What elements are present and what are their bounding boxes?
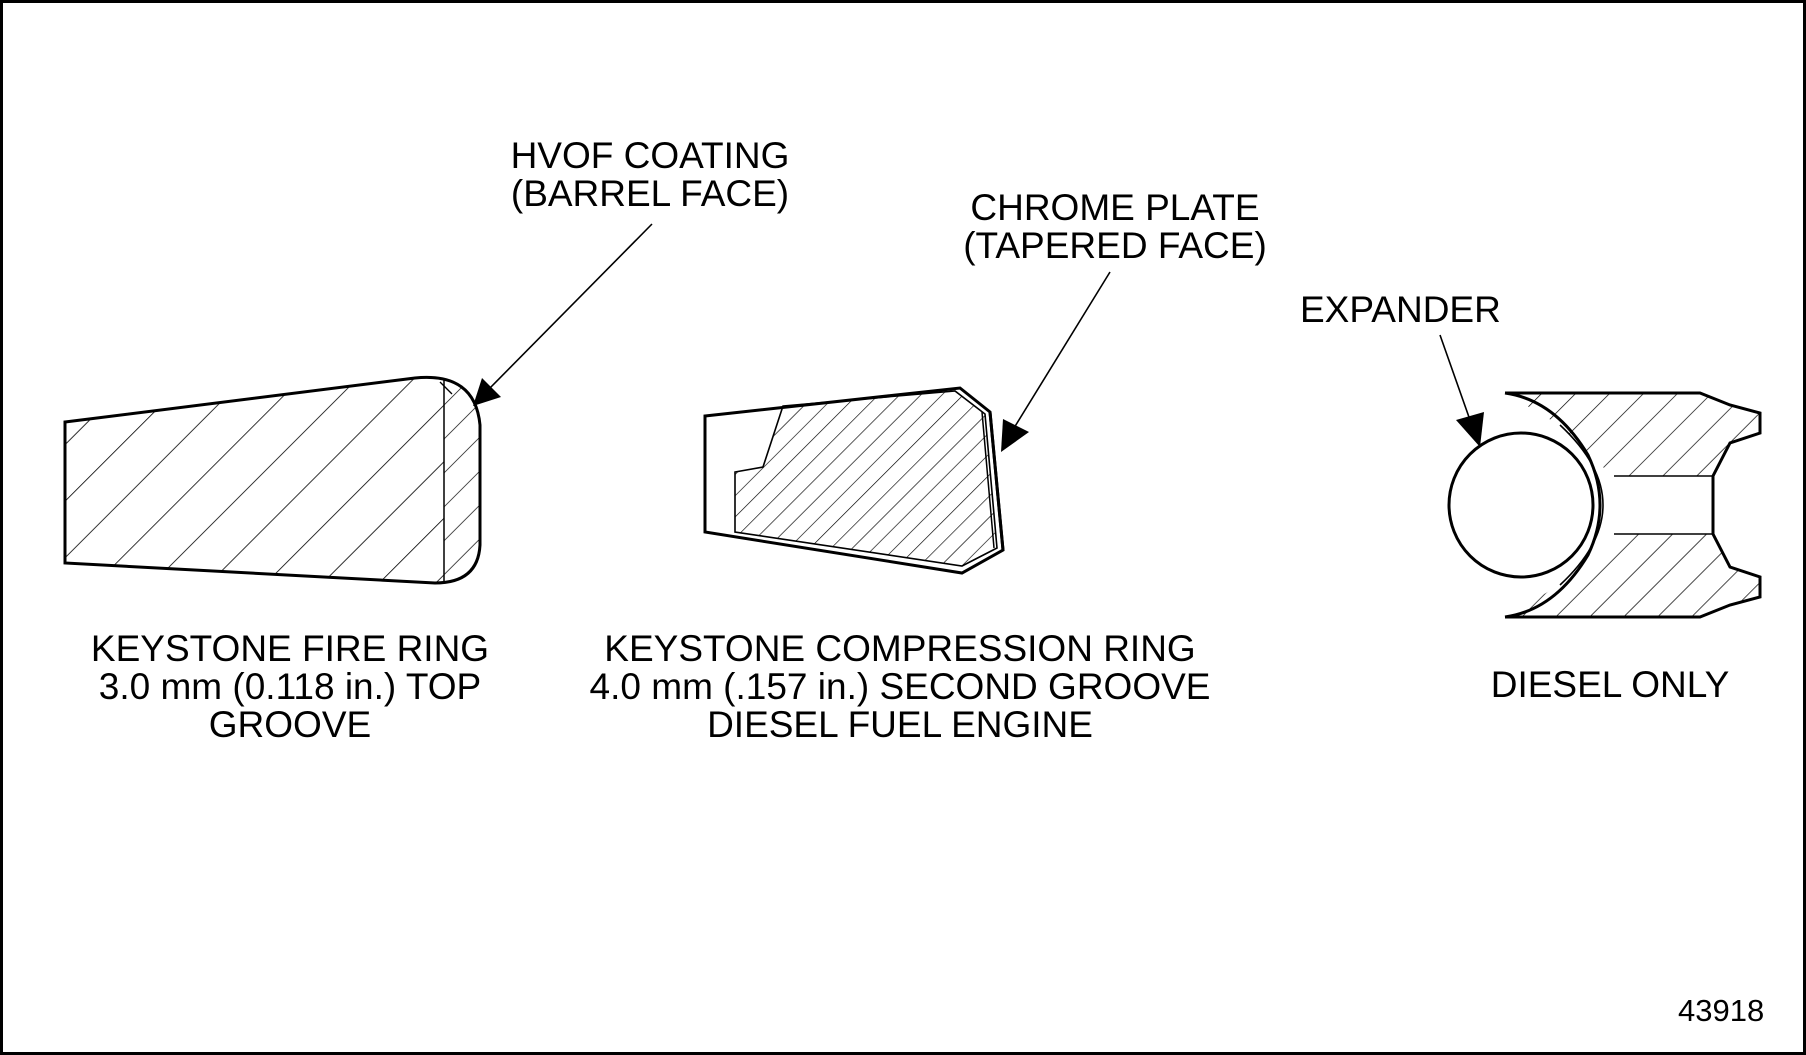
fire-ring-caption: KEYSTONE FIRE RING 3.0 mm (0.118 in.) TO… <box>90 628 490 745</box>
compression-ring-body <box>734 390 998 567</box>
expander-leader <box>1439 334 1484 447</box>
hvof-coating-leader <box>473 223 653 406</box>
chrome-plate-label: CHROME PLATE (TAPERED FACE) <box>963 187 1267 266</box>
compression-ring-caption: KEYSTONE COMPRESSION RING 4.0 mm (.157 i… <box>589 628 1211 745</box>
expander-label: EXPANDER <box>1300 289 1501 330</box>
fire-ring-outline <box>63 375 482 585</box>
keystone-fire-ring <box>63 375 482 585</box>
chrome-plate-leader <box>1001 271 1111 452</box>
fire-ring-body <box>65 377 480 583</box>
keystone-compression-ring <box>703 386 1005 575</box>
oil-ring-upper-rail <box>1505 393 1760 476</box>
hvof-coating-label: HVOF COATING (BARREL FACE) <box>510 135 790 214</box>
expander <box>1447 431 1595 579</box>
oil-ring-caption: DIESEL ONLY <box>1490 664 1730 705</box>
oil-ring-assembly <box>1447 391 1762 619</box>
oil-ring-lower-rail <box>1505 534 1760 617</box>
figure-number: 43918 <box>1678 993 1765 1028</box>
